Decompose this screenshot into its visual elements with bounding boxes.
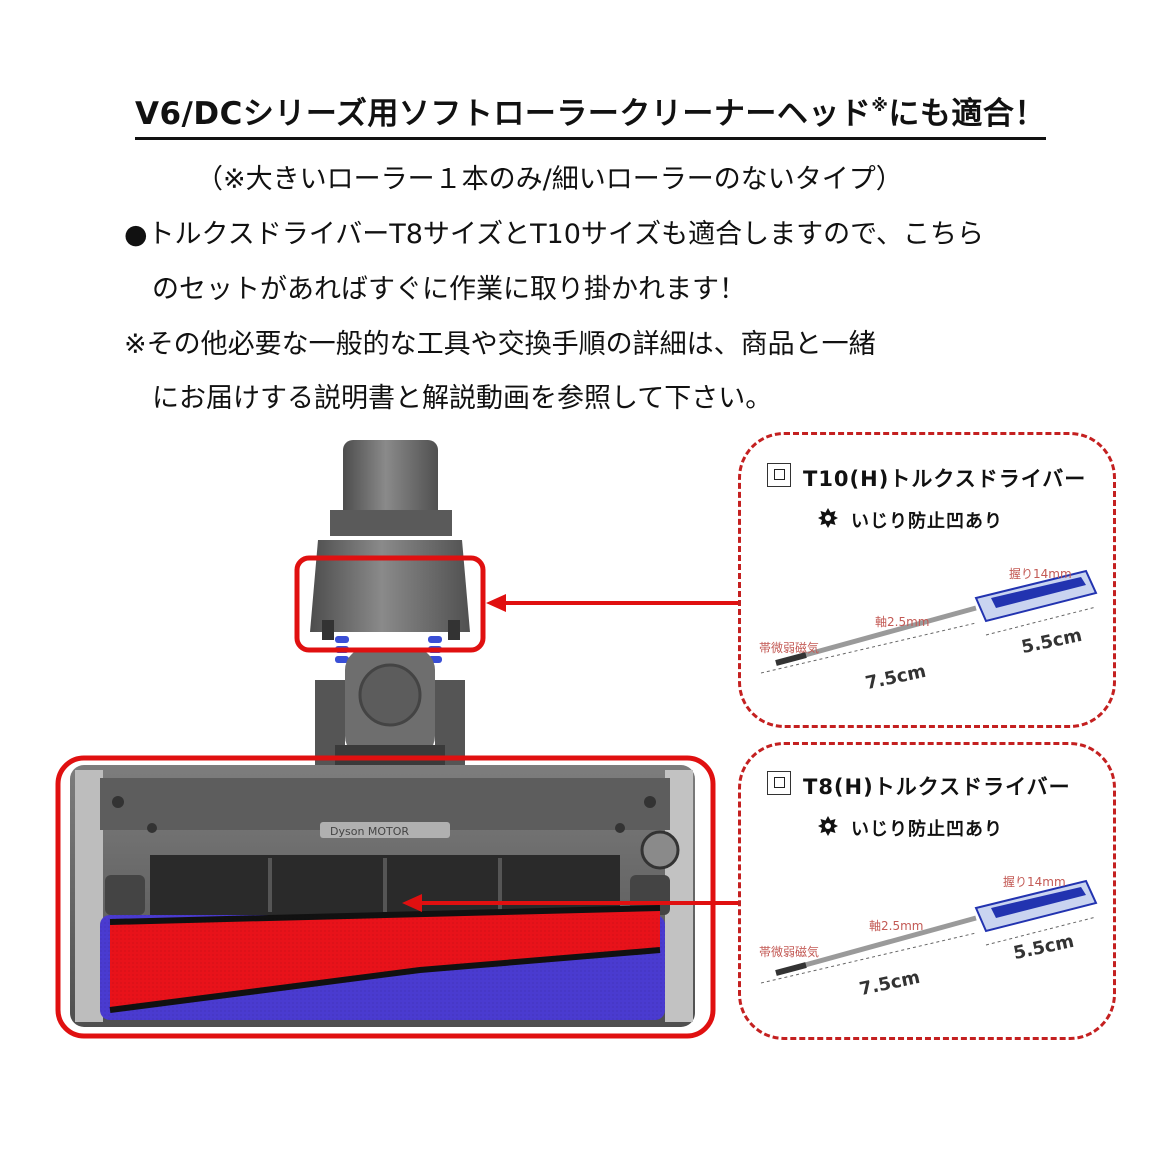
brand-logo-icon [767, 771, 791, 795]
torx-gear-icon [818, 508, 838, 528]
neck-joint [310, 540, 470, 632]
t8-feature-label: いじり防止凹あり [851, 819, 1003, 840]
brand-logo-icon [767, 463, 791, 487]
t8-grip-label: 握り14mm [1003, 875, 1066, 889]
bullet-text: ●トルクスドライバーT8サイズとT10サイズも適合しますので、こちら [124, 219, 985, 250]
t10-screwdriver-image [761, 569, 1098, 674]
t10-feature-label: いじり防止凹あり [851, 511, 1003, 532]
title-footnote-mark: ※ [871, 96, 889, 116]
t8-magnet-label: 帯微弱磁気 [759, 945, 820, 959]
page-title: V6/DCシリーズ用ソフトローラークリーナーヘッド※にも適合！ [135, 88, 1046, 140]
t10-driver-card: T10(H)トルクスドライバー いじり防止凹あり 握り14mm 軸2.5mm 帯… [738, 432, 1116, 728]
t8-card-title: T8(H)トルクスドライバー [803, 775, 1071, 799]
t10-shaft-label: 軸2.5mm [875, 615, 930, 629]
reference-note-continued: にお届けする説明書と解説動画を参照して下さい。 [152, 383, 773, 414]
t8-shaft-label: 軸2.5mm [869, 919, 924, 933]
title-suffix: にも適合！ [888, 96, 1046, 132]
t8-screwdriver-image [761, 879, 1098, 984]
highlight-neck [294, 555, 486, 653]
t8-driver-card: T8(H)トルクスドライバー いじり防止凹あり 握り14mm 軸2.5mm 帯微… [738, 742, 1116, 1040]
compatibility-note: （※大きいローラー１本のみ/細いローラーのないタイプ） [196, 164, 903, 195]
wand-connector [343, 440, 438, 530]
torx-gear-icon [818, 816, 838, 836]
arrow-head-t8 [402, 894, 422, 912]
t10-grip-label: 握り14mm [1009, 567, 1072, 581]
cleaner-head-photo: Dyson MOTOR [55, 440, 740, 1039]
highlight-roller-head [55, 755, 716, 1039]
t10-magnet-label: 帯微弱磁気 [759, 641, 820, 655]
title-main: V6/DCシリーズ用ソフトローラークリーナーヘッド [135, 96, 872, 132]
product-label: Dyson MOTOR [330, 825, 409, 838]
bullet-text-continued: のセットがあればすぐに作業に取り掛かれます！ [152, 274, 746, 305]
reference-note: ※その他必要な一般的な工具や交換手順の詳細は、商品と一緒 [124, 329, 876, 360]
pivot-knob [358, 663, 422, 727]
arrow-head-t10 [486, 594, 506, 612]
t10-card-title: T10(H)トルクスドライバー [803, 467, 1087, 491]
